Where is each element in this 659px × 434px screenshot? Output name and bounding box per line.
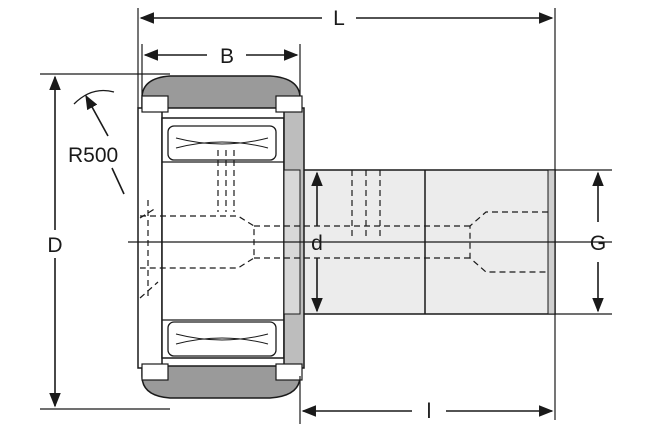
needle-roller-top-shape: [175, 137, 269, 149]
dimension-lines: [49, 12, 604, 417]
seal-bottom-left: [141, 363, 169, 381]
seal-bottom-right: [275, 363, 303, 381]
seal-top-right: [275, 95, 303, 113]
needle-roller-top: [167, 125, 277, 161]
extension-lines: [40, 8, 612, 424]
hidden-lines: [139, 150, 548, 299]
dimension-labels: L B D d G l R500: [47, 7, 606, 423]
label-R500: R500: [68, 144, 118, 167]
label-d: d: [311, 232, 323, 255]
label-l: l: [427, 400, 432, 423]
label-G: G: [590, 232, 606, 255]
needle-roller-bottom: [167, 321, 277, 357]
label-B: B: [220, 45, 234, 68]
label-L: L: [333, 7, 345, 30]
needle-roller-bottom-shape: [175, 333, 269, 345]
left-plate: [137, 107, 163, 369]
bearing-body: [137, 95, 305, 381]
label-D: D: [47, 234, 62, 257]
outer-ring: [141, 75, 301, 399]
seal-top-left: [141, 95, 169, 113]
